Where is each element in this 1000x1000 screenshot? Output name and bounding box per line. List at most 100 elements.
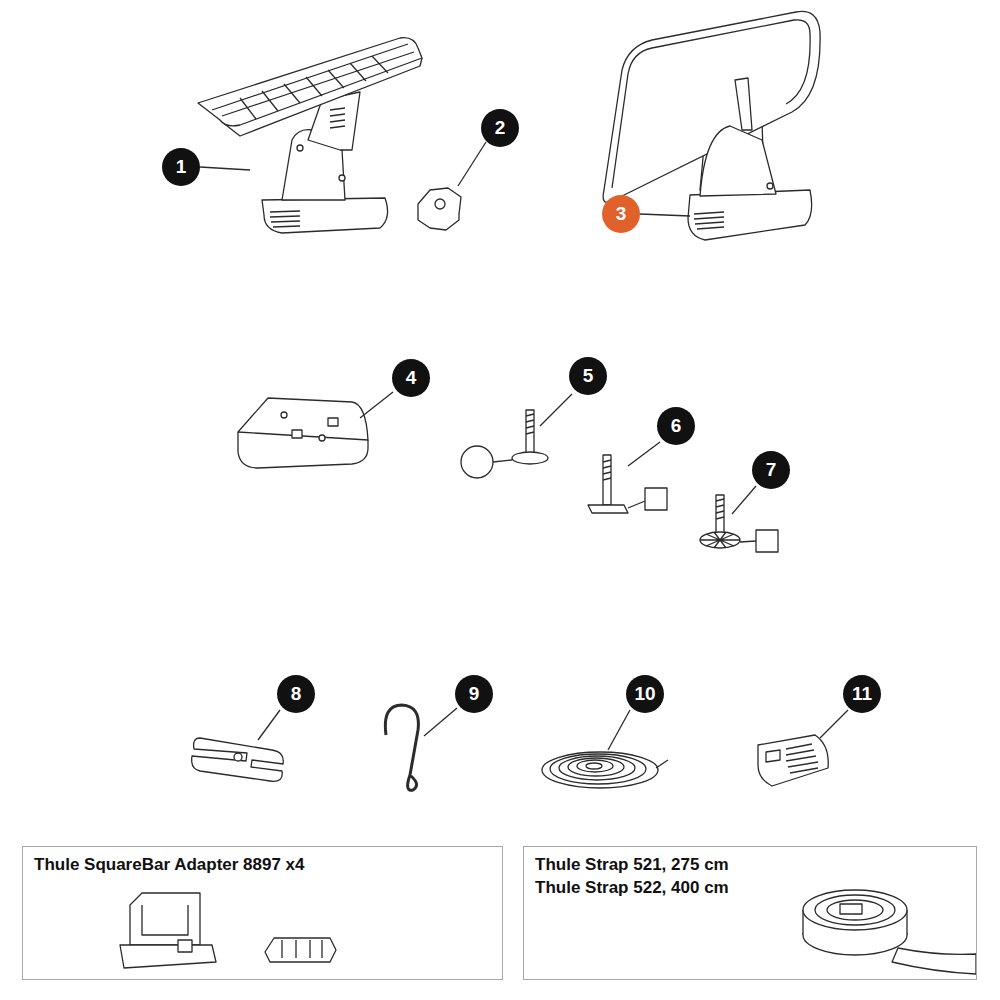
- callout-label: 5: [569, 357, 607, 395]
- strap-roll-top: [803, 890, 907, 930]
- upright-hole: [297, 145, 303, 151]
- kit-box: Thule SquareBar Adapter 8897 x4: [22, 846, 503, 980]
- star-ribs: [700, 532, 740, 548]
- kit-label: Thule SquareBar Adapter 8897 x4: [34, 853, 491, 876]
- leader-line: [200, 167, 250, 170]
- callout-label: 10: [626, 675, 664, 713]
- callout-number: 11: [843, 675, 881, 713]
- knob-side: [418, 214, 459, 230]
- adapter-opening: [142, 905, 188, 935]
- callout-number: 5: [569, 357, 607, 395]
- bolt-shaft: [716, 495, 724, 537]
- leader-line: [732, 486, 756, 514]
- base-hatch: [270, 211, 300, 227]
- pad-ridges: [212, 44, 414, 119]
- callout-circle-fill: [455, 675, 493, 713]
- saddle-upright: [700, 126, 776, 196]
- arm-ridges: [330, 108, 345, 128]
- bolt-shaft: [526, 410, 534, 456]
- callout-circle-fill: [843, 675, 881, 713]
- joint-line: [628, 501, 645, 508]
- kit-label: Thule Strap 521, 275 cm: [535, 853, 965, 876]
- callout-circle-fill: [752, 451, 790, 489]
- callout-number: 9: [455, 675, 493, 713]
- leader-line: [640, 214, 690, 216]
- callout-label: 1: [162, 148, 200, 186]
- adapter-latch: [178, 940, 192, 952]
- saddle-base: [688, 190, 812, 240]
- buckle: [758, 735, 828, 786]
- leader-line: [458, 142, 486, 186]
- strap-tail: [892, 948, 976, 974]
- round-washer: [461, 446, 493, 478]
- kit-label: Thule Strap 522, 400 cm: [535, 876, 965, 899]
- callout-number: 7: [752, 451, 790, 489]
- coil-ring: [568, 758, 624, 776]
- fork-plate: [192, 738, 284, 781]
- leader-line: [628, 442, 660, 466]
- callout-number: 1: [162, 148, 200, 186]
- callout-label: 4: [392, 359, 430, 397]
- square-washer: [756, 530, 778, 552]
- knob-hole: [435, 199, 445, 209]
- plate-hole: [234, 753, 242, 761]
- coil-ring: [542, 752, 658, 788]
- bolt-head: [512, 452, 548, 464]
- paddle-plate: [603, 11, 820, 202]
- upright-hole: [339, 175, 345, 181]
- kit-box: Thule Strap 521, 275 cmThule Strap 522, …: [523, 846, 977, 980]
- coil-ring: [559, 756, 635, 780]
- coil-ring: [586, 763, 602, 769]
- bolt-thread: [603, 460, 611, 480]
- callout-label: 9: [455, 675, 493, 713]
- adapter-foot: [120, 945, 216, 968]
- adapter-clip: [265, 938, 336, 962]
- callout-circle-fill: [602, 195, 640, 233]
- pad-stud: [328, 418, 338, 426]
- ridged-pad: [198, 38, 422, 126]
- pad-top: [238, 398, 368, 440]
- bolt-thread: [716, 499, 724, 519]
- strap-roll-ring: [827, 900, 883, 920]
- square-washer: [645, 488, 667, 510]
- callout-circle-fill: [162, 148, 200, 186]
- callout-number: 2: [481, 109, 519, 147]
- callout-number: 8: [277, 675, 315, 713]
- coil-ring: [550, 754, 646, 784]
- saddle-base: [262, 198, 388, 233]
- leader-line: [258, 710, 280, 740]
- leader-line: [360, 392, 393, 418]
- coil-ring: [577, 760, 613, 772]
- callout-circle-fill: [657, 407, 695, 445]
- joint-line: [493, 460, 512, 462]
- joint-line: [740, 541, 756, 542]
- callout-number: 3: [602, 195, 640, 233]
- strap-buckle: [840, 904, 862, 914]
- callout-label: 11: [843, 675, 881, 713]
- coil-end: [656, 760, 668, 768]
- star-base: [700, 532, 740, 548]
- callout-number: 10: [626, 675, 664, 713]
- leader-line: [608, 710, 630, 750]
- leader-line: [424, 708, 457, 736]
- callout-label: 3: [602, 195, 640, 233]
- callout-label: 7: [752, 451, 790, 489]
- base-hatch: [694, 212, 724, 229]
- bolt-shaft: [603, 455, 611, 505]
- callout-circle-fill: [277, 675, 315, 713]
- pad-hole: [319, 435, 325, 441]
- pad-stud: [292, 430, 302, 438]
- pad-hole: [281, 412, 287, 418]
- t-head: [588, 505, 628, 513]
- strap-roll-ring: [815, 895, 895, 925]
- callout-label: 6: [657, 407, 695, 445]
- callout-label: 8: [277, 675, 315, 713]
- leader-line: [540, 394, 572, 426]
- buckle-detail: [766, 744, 818, 773]
- upright-hole: [767, 183, 773, 189]
- callout-circle-fill: [481, 109, 519, 147]
- callout-number: 4: [392, 359, 430, 397]
